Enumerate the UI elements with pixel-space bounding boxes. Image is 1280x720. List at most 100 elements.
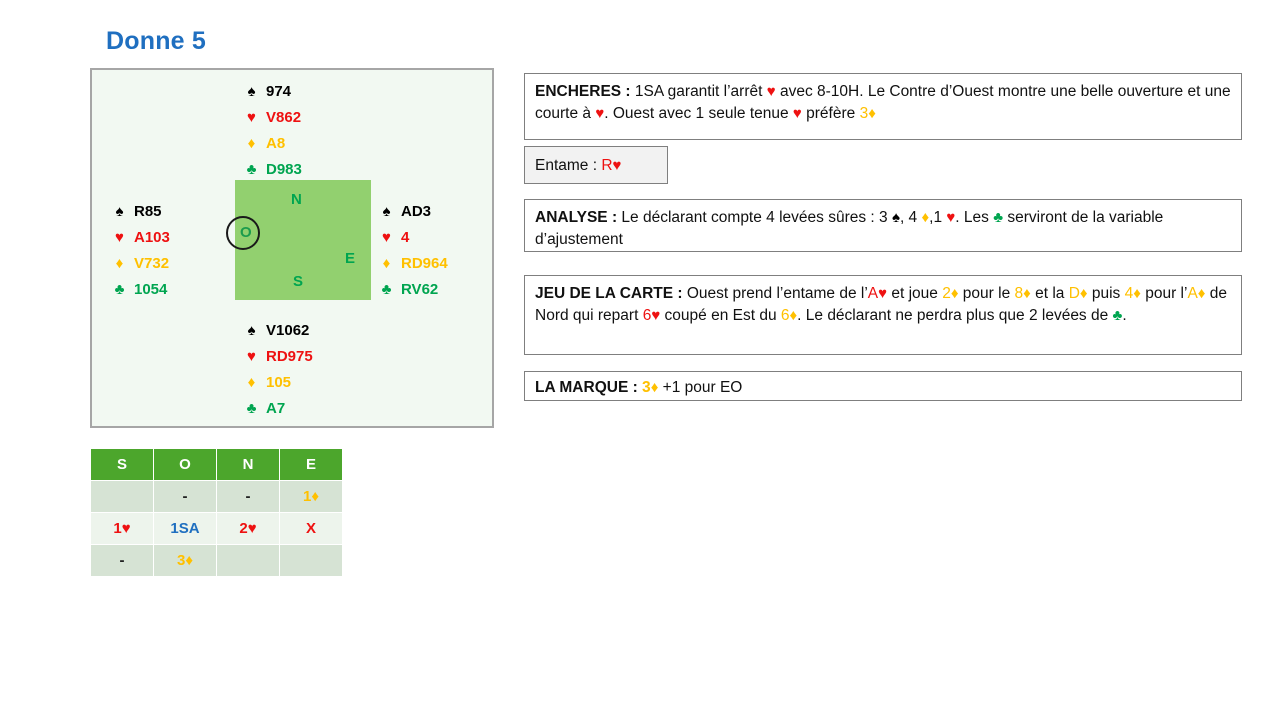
diamond-icon: ♦ — [789, 307, 798, 325]
diamond-icon: ♦ — [247, 373, 256, 391]
hand-south-clubs: ♣ A7 — [244, 395, 313, 421]
hand-north-hearts: ♥ V862 — [244, 104, 302, 130]
heart-icon: ♥ — [595, 105, 605, 123]
panel-analyse: ANALYSE : Le déclarant compte 4 levées s… — [524, 199, 1242, 252]
diamond-icon: ♦ — [950, 285, 959, 302]
hand-north: ♠ 974 ♥ V862 ♦ A8 ♣ D983 — [244, 78, 302, 182]
panel-encheres-t1: 1SA garantit l’arrêt — [630, 83, 767, 100]
hand-east-spades: ♠ AD3 — [379, 198, 448, 224]
diamond-icon: ♦ — [1133, 285, 1141, 302]
panel-jeu-c5: 4 — [1124, 285, 1134, 302]
compass-label-north: N — [291, 191, 302, 208]
heart-icon: ♥ — [247, 347, 256, 365]
bidding-header-row: S O N E — [90, 448, 343, 481]
diamond-icon: ♦ — [382, 254, 391, 272]
panel-marque-label: LA MARQUE : — [535, 379, 638, 396]
panel-jeu-t3: pour le — [958, 285, 1015, 302]
declarer-highlight-ring — [226, 216, 260, 250]
heart-icon: ♥ — [766, 83, 776, 100]
bid-level: 1 — [303, 488, 312, 505]
hand-east-diamonds-cards: RD964 — [401, 254, 448, 272]
panel-jeu-c6: A — [1187, 285, 1198, 302]
bidding-cell: 1♥ — [90, 512, 154, 545]
hand-east-hearts: ♥ 4 — [379, 224, 448, 250]
panel-encheres-t3: . Ouest avec 1 seule tenue — [604, 105, 793, 123]
diamond-icon: ♦ — [921, 209, 930, 226]
bidding-header-e: E — [279, 448, 343, 481]
club-icon: ♣ — [1112, 307, 1123, 325]
bidding-cell: X — [279, 512, 343, 545]
bid-pass: - — [245, 488, 251, 505]
compass-square: N S E O — [226, 180, 371, 300]
panel-entame: Entame : R♥ — [524, 146, 668, 184]
panel-jeu-t7: de Nord qui repart — [535, 285, 1227, 325]
heart-icon: ♥ — [878, 285, 888, 302]
bid-level: 2 — [239, 520, 248, 537]
hand-north-spades: ♠ 974 — [244, 78, 302, 104]
bidding-row: --1♦ — [90, 480, 343, 513]
panel-encheres: ENCHERES : 1SA garantit l’arrêt ♥ avec 8… — [524, 73, 1242, 140]
hand-north-diamonds: ♦ A8 — [244, 130, 302, 156]
panel-jeu-c8: 6 — [780, 307, 790, 325]
bidding-cell — [279, 544, 343, 577]
panel-entame-label: Entame : — [535, 157, 602, 174]
panel-analyse-label: ANALYSE : — [535, 209, 618, 226]
club-icon: ♣ — [246, 399, 257, 417]
heart-icon: ♥ — [115, 228, 124, 246]
spade-icon: ♠ — [247, 82, 256, 100]
hand-south-hearts: ♥ RD975 — [244, 343, 313, 369]
page-title: Donne 5 — [106, 27, 207, 55]
panel-analyse-t4: . Les — [955, 209, 994, 226]
diamond-icon: ♦ — [650, 379, 659, 396]
bidding-cell — [90, 480, 154, 513]
diamond-icon: ♦ — [1197, 285, 1206, 302]
panel-jeu-t9: . Le déclarant ne perdra plus que 2 levé… — [797, 307, 1113, 325]
bid-level: 1 — [113, 520, 122, 537]
panel-analyse-t2: , 4 — [899, 209, 922, 226]
panel-jeu-t6: pour l’ — [1140, 285, 1188, 302]
heart-icon: ♥ — [382, 228, 391, 246]
bidding-header-s: S — [90, 448, 154, 481]
diamond-icon: ♦ — [115, 254, 124, 272]
diamond-icon: ♦ — [1023, 285, 1031, 302]
hand-south-diamonds: ♦ 105 — [244, 369, 313, 395]
panel-jeu-t2: et joue — [887, 285, 943, 302]
spade-icon: ♠ — [891, 209, 900, 226]
bidding-cell: 2♥ — [216, 512, 280, 545]
heart-icon: ♥ — [612, 157, 622, 174]
hand-north-spades-cards: 974 — [266, 82, 292, 100]
compass-label-east: E — [345, 250, 356, 267]
hand-south-clubs-cards: A7 — [266, 399, 286, 417]
hand-south: ♠ V1062 ♥ RD975 ♦ 105 ♣ A7 — [244, 317, 313, 421]
diamond-icon: ♦ — [311, 488, 319, 505]
hand-west-clubs-cards: 1054 — [134, 280, 168, 298]
bidding-cell: - — [216, 480, 280, 513]
panel-jeu-c1: A — [867, 285, 879, 302]
hand-east-spades-cards: AD3 — [401, 202, 432, 220]
hand-east-diamonds: ♦ RD964 — [379, 250, 448, 276]
panel-encheres-bid: 3 — [859, 105, 869, 123]
panel-jeu-c4: D — [1068, 285, 1080, 302]
panel-analyse-t1: Le déclarant compte 4 levées sûres : 3 — [617, 209, 892, 226]
bidding-cell: 1SA — [153, 512, 217, 545]
panel-encheres-label: ENCHERES : — [535, 83, 631, 100]
heart-icon: ♥ — [247, 520, 257, 537]
bid-notrump: 1SA — [170, 520, 200, 537]
club-icon: ♣ — [993, 209, 1004, 226]
panel-jeu-c2: 2 — [942, 285, 951, 302]
hand-north-clubs: ♣ D983 — [244, 156, 302, 182]
diamond-icon: ♦ — [247, 134, 256, 152]
panel-encheres-t2: avec 8-10H. Le Contre d’Ouest montre une… — [535, 83, 1231, 123]
hand-east-hearts-cards: 4 — [401, 228, 410, 246]
panel-jeu-t4: et la — [1030, 285, 1069, 302]
diamond-icon: ♦ — [868, 105, 876, 123]
club-icon: ♣ — [381, 280, 392, 298]
panel-entame-card: R — [601, 157, 613, 174]
panel-jeu-t5: puis — [1087, 285, 1125, 302]
diamond-icon: ♦ — [1079, 285, 1088, 302]
panel-encheres-t4: préfère — [801, 105, 860, 123]
hand-west-diamonds-cards: V732 — [134, 254, 170, 272]
heart-icon: ♥ — [946, 209, 956, 226]
